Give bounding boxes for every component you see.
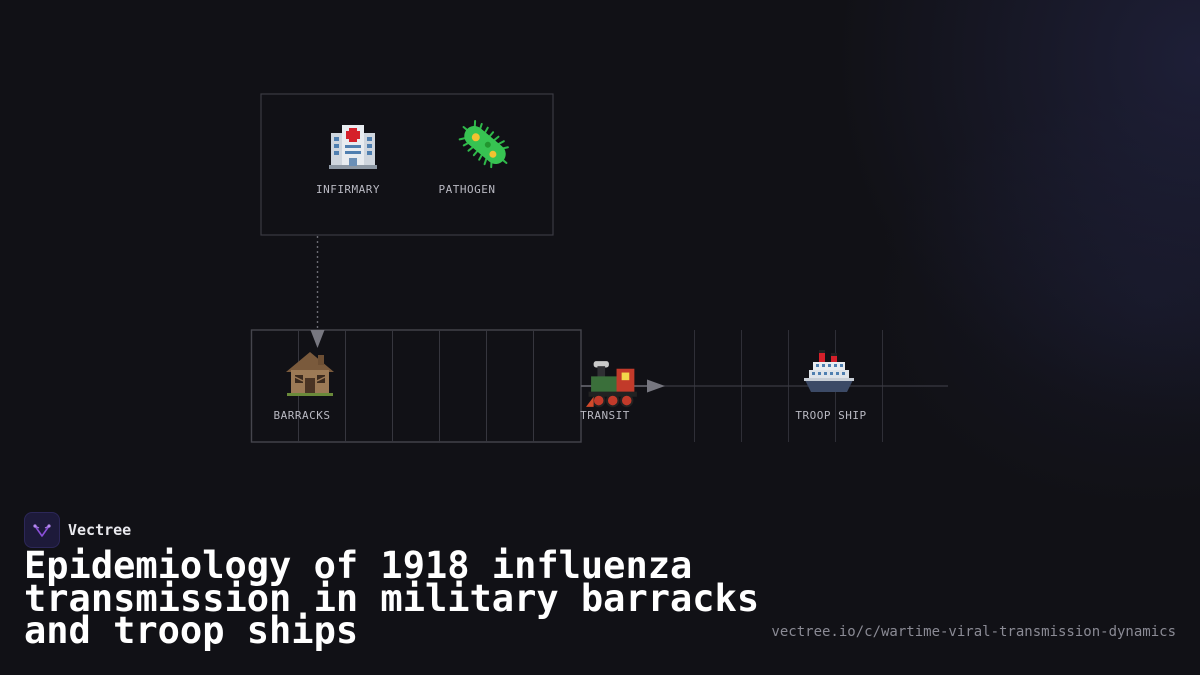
page-title: Epidemiology of 1918 influenza transmiss… xyxy=(24,544,760,652)
brand-logo xyxy=(24,512,60,548)
transit-label: TRANSIT xyxy=(580,409,630,422)
source-url[interactable]: vectree.io/c/wartime-viral-transmission-… xyxy=(771,624,1176,640)
transit-arrowhead xyxy=(647,379,665,393)
vectree-logo-icon xyxy=(33,524,51,537)
barracks-label: BARRACKS xyxy=(273,409,331,422)
brand-name: Vectree xyxy=(68,521,132,539)
connector-arrowhead xyxy=(310,330,325,348)
locomotive-icon xyxy=(586,361,637,408)
brand[interactable]: Vectree xyxy=(24,512,131,548)
ship-icon xyxy=(804,350,854,392)
hospital-icon xyxy=(329,125,377,169)
derelict-house-icon xyxy=(286,352,334,396)
microbe-icon xyxy=(458,120,509,169)
infirmary-label: INFIRMARY xyxy=(315,183,381,196)
troop-ship-label: TROOP SHIP xyxy=(795,409,867,422)
pathogen-label: PATHOGEN xyxy=(438,183,496,196)
infirmary-pathogen-box xyxy=(260,93,554,236)
